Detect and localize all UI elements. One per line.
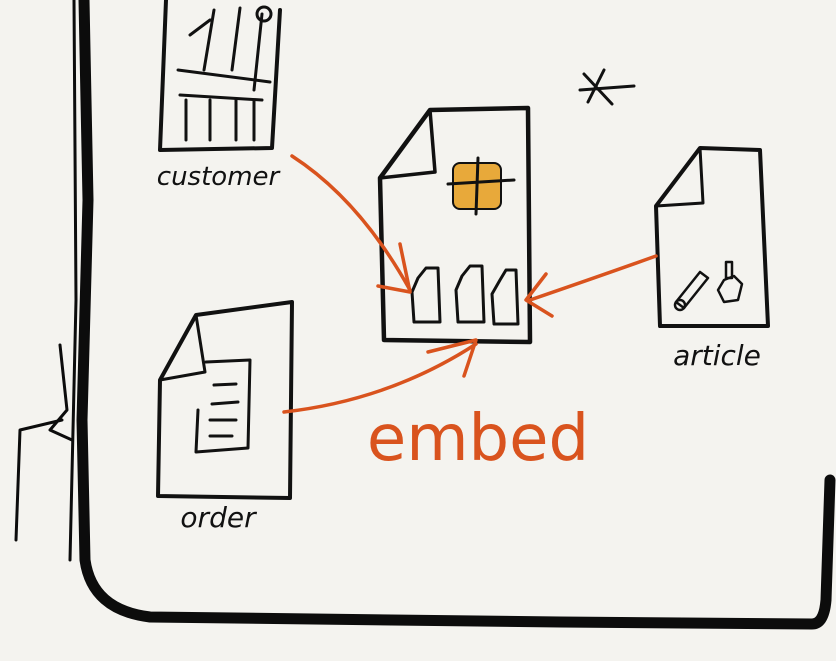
arrowhead <box>376 242 412 294</box>
embed-label: embed <box>367 402 589 476</box>
document-icon <box>454 264 486 324</box>
arrow-article-to-center <box>528 254 658 302</box>
star-icon <box>578 68 636 106</box>
embedded-documents <box>410 264 520 326</box>
document-icon <box>410 266 442 324</box>
arrow-customer-to-center <box>290 154 412 292</box>
customer-label: customer <box>157 162 282 192</box>
customer-document <box>158 0 282 152</box>
chip-icon <box>446 156 516 216</box>
document-icon <box>490 268 520 326</box>
central-document <box>377 105 533 345</box>
tools-icon <box>673 260 744 312</box>
arrowhead <box>524 272 554 318</box>
article-label: article <box>673 339 761 372</box>
arrowhead <box>426 338 478 378</box>
arrow-order-to-center <box>282 342 478 414</box>
receipt-icon <box>194 358 252 454</box>
embed-arrows <box>282 154 658 414</box>
frame-border <box>14 0 836 630</box>
order-label: order <box>180 501 257 534</box>
shopping-cart-icon <box>176 5 273 142</box>
article-document <box>654 146 770 328</box>
order-document <box>156 300 294 500</box>
